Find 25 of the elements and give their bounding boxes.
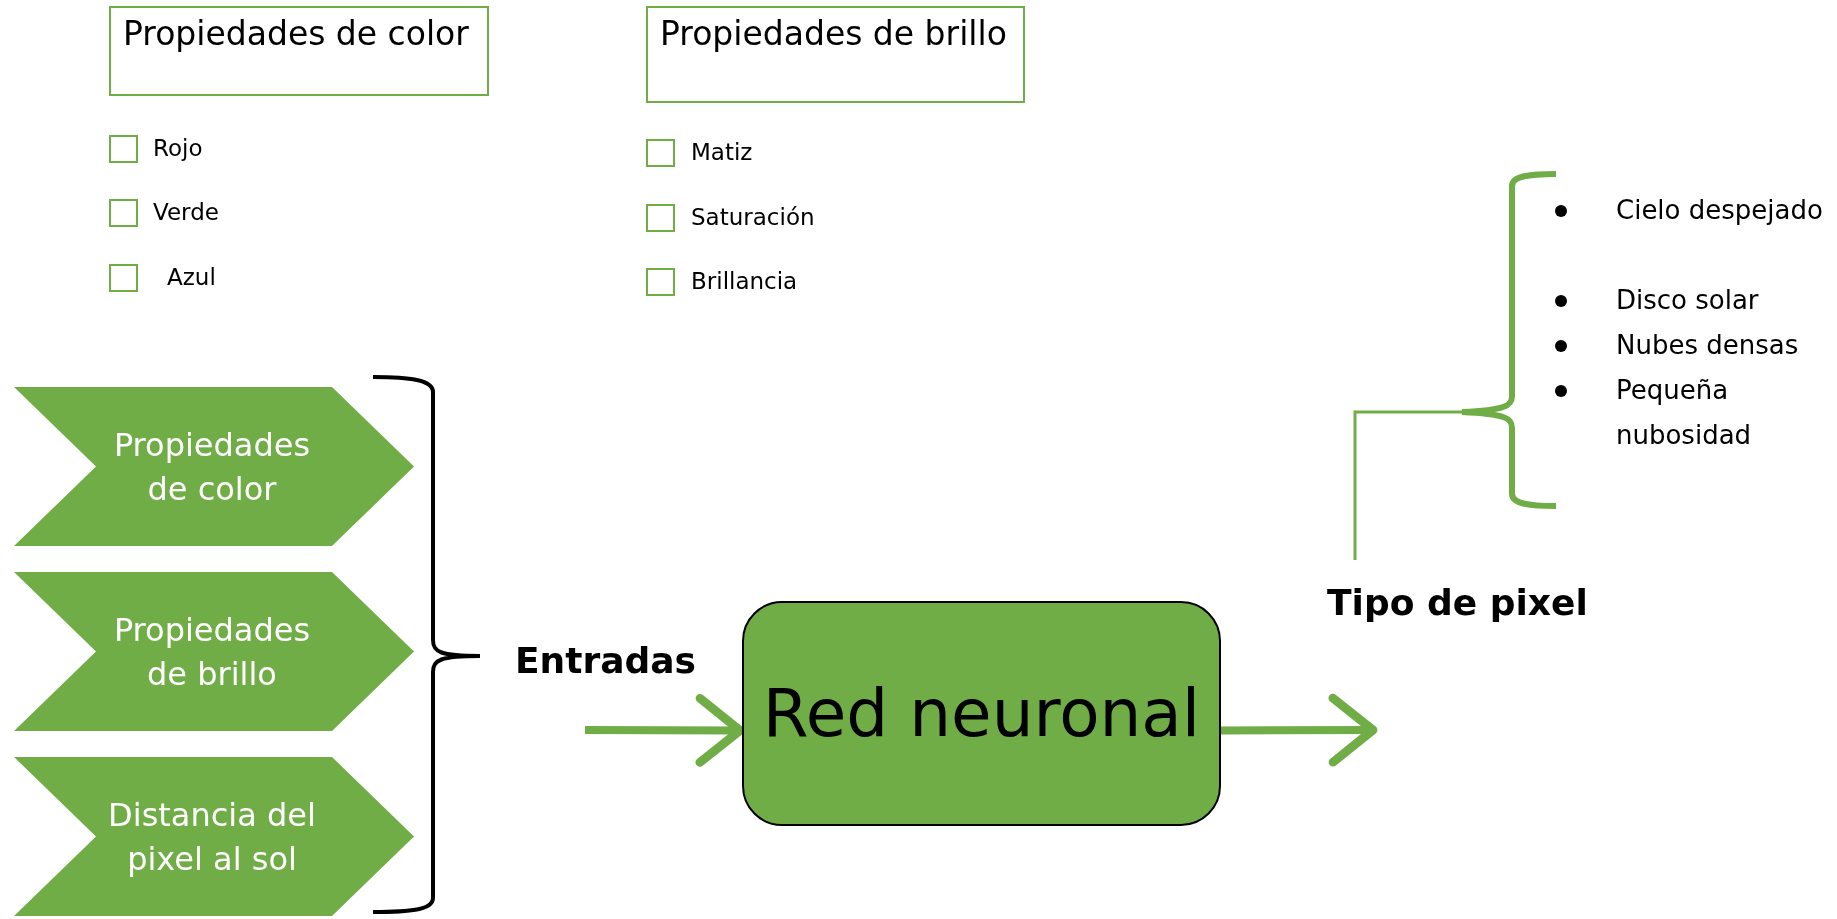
chevron-shape	[14, 387, 414, 546]
node-label: Propiedades de color	[112, 424, 312, 510]
node-label: Propiedades de brillo	[660, 14, 1008, 54]
list-item: Azul	[167, 263, 216, 292]
list-item: Pequeña nubosidad	[1616, 374, 1753, 452]
text-label: Tipo de pixel	[1327, 581, 1588, 625]
node-label: Propiedades de brillo	[112, 609, 312, 695]
list-item: Verde	[153, 198, 219, 227]
chevron-shape	[14, 572, 414, 731]
list-item: Matiz	[691, 138, 753, 167]
list-item: Saturación	[691, 203, 815, 232]
list-item: Rojo	[153, 134, 203, 163]
list-item: Nubes densas	[1616, 329, 1800, 362]
heading-box	[109, 6, 489, 96]
node-label: Red neuronal	[761, 673, 1202, 754]
chevron-shape	[14, 757, 414, 916]
list-item: Cielo despejado	[1616, 194, 1824, 227]
node-label: Propiedades de color	[123, 14, 470, 54]
heading-box	[646, 6, 1025, 103]
node-label: Distancia del pixel al sol	[107, 794, 317, 880]
text-label: Entradas	[515, 639, 696, 683]
list-item: Brillancia	[691, 267, 798, 296]
list-item: Disco solar	[1616, 284, 1760, 317]
process-box	[742, 601, 1221, 826]
arrow	[1221, 693, 1378, 767]
